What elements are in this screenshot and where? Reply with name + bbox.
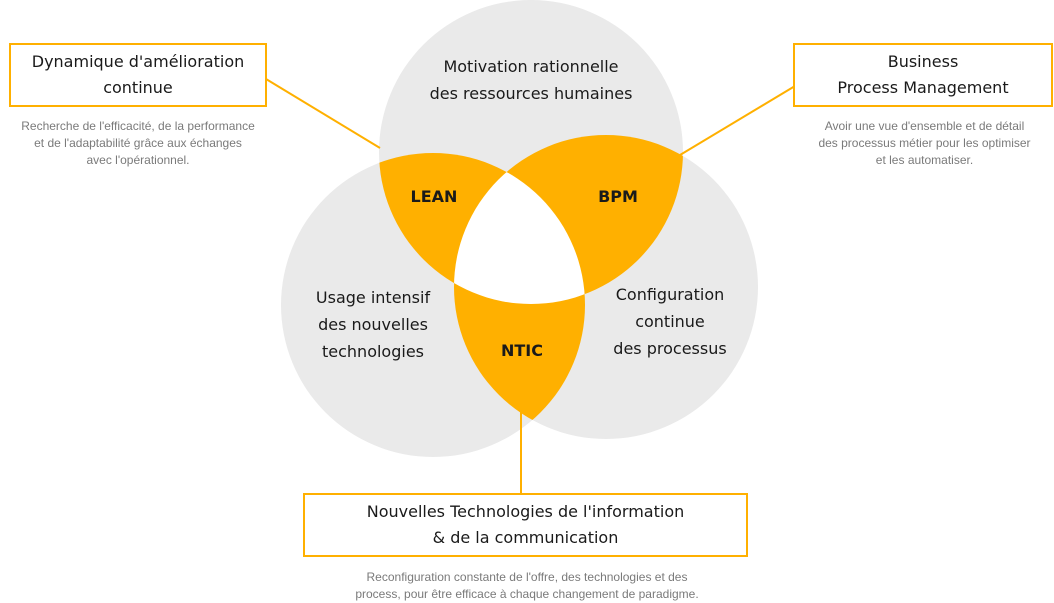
callout-lean-title-1: Dynamique d'amélioration <box>31 52 245 71</box>
callout-ntic-title-2: & de la communication <box>432 528 619 547</box>
tag-bpm: BPM <box>598 187 638 206</box>
circle-right-label: Configuration continue des processus <box>613 285 727 358</box>
connector-bpm <box>679 85 796 156</box>
callout-ntic-title-1: Nouvelles Technologies de l'information <box>366 502 685 521</box>
circle-left-label: Usage intensif des nouvelles technologie… <box>315 288 431 361</box>
callout-ntic-description: Reconfiguration constante de l'offre, de… <box>355 570 699 601</box>
tag-lean: LEAN <box>410 187 458 206</box>
callout-lean-box: Dynamique d'amélioration continue <box>9 43 267 107</box>
callout-bpm-box: Business Process Management <box>793 43 1053 107</box>
callout-bpm-description: Avoir une vue d'ensemble et de détail de… <box>818 119 1031 167</box>
circle-top-label: Motivation rationnelle des ressources hu… <box>429 57 633 103</box>
tag-ntic: NTIC <box>501 341 543 360</box>
callout-lean-title-2: continue <box>103 78 173 97</box>
connector-lean <box>265 78 381 149</box>
callout-bpm-title-1: Business <box>887 52 959 71</box>
center-intersection <box>454 153 585 304</box>
callout-lean-description: Recherche de l'efficacité, de la perform… <box>21 119 255 167</box>
callout-ntic-box: Nouvelles Technologies de l'information … <box>303 493 748 557</box>
callout-bpm-title-2: Process Management <box>837 78 1009 97</box>
